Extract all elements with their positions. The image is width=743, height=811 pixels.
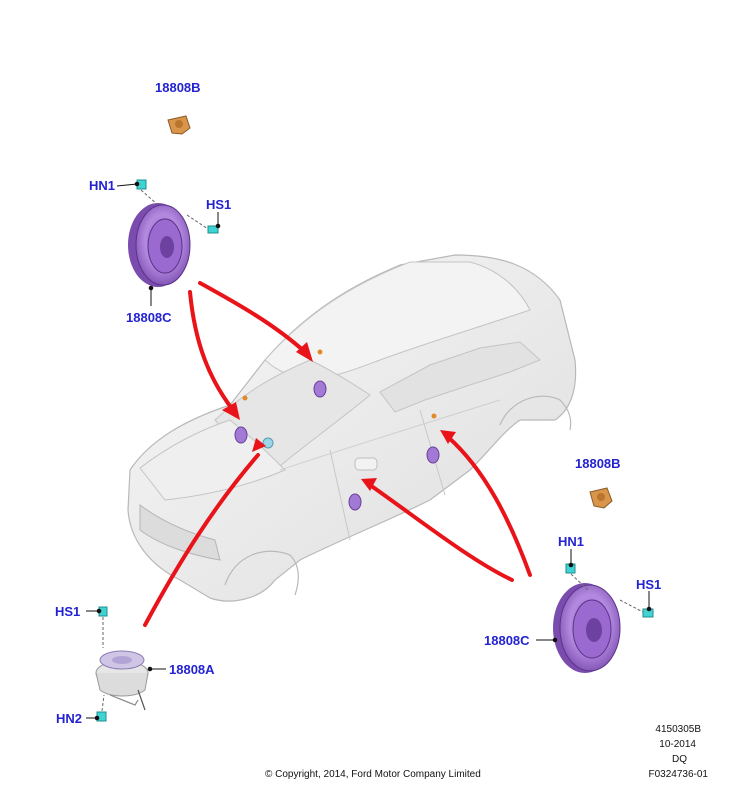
callout-18808a: 18808A	[169, 662, 215, 677]
callout-hs1-left: HS1	[206, 197, 232, 212]
center-speaker	[95, 650, 149, 711]
footer-copyright: © Copyright, 2014, Ford Motor Company Li…	[265, 769, 481, 780]
callout-18808c-left: 18808C	[126, 310, 172, 325]
arrow-right-speaker-to-front-door	[368, 483, 514, 582]
center-speaker-marker	[262, 437, 274, 449]
fastener-hs1-center	[98, 606, 108, 648]
rear-door-speaker-marker	[426, 446, 440, 464]
footer-code: 4150305B	[655, 724, 701, 735]
dash-speaker-left-marker	[234, 426, 248, 444]
footer-initials: DQ	[672, 754, 687, 765]
footer-date: 10-2014	[659, 739, 696, 750]
arrow-center-speaker-to-dash	[143, 453, 260, 627]
callout-hn2-center: HN2	[56, 711, 83, 726]
callout-hn1-right: HN1	[558, 534, 585, 549]
callout-hs1-center: HS1	[55, 604, 81, 619]
tweeter-top	[167, 115, 191, 135]
footer-figure-id: F0324736-01	[648, 769, 709, 780]
callout-18808b-top: 18808B	[155, 80, 201, 95]
arrowhead-2	[296, 342, 313, 362]
arrow-right-speaker-to-rear-door	[446, 435, 532, 577]
callout-18808c-right: 18808C	[484, 633, 530, 648]
tweeter-marker-4	[431, 413, 437, 419]
tweeter-marker-2	[317, 349, 323, 355]
door-speaker-left	[128, 203, 191, 287]
vehicle-body	[127, 254, 577, 602]
arrowhead-5	[440, 430, 456, 444]
door-speaker-right	[553, 583, 621, 673]
arrow-heads	[222, 342, 456, 491]
vehicle-speaker-markers	[234, 349, 440, 511]
dash-speaker-right-marker	[313, 380, 327, 398]
arrow-left-speaker-to-dash	[188, 290, 235, 412]
callout-hs1-right: HS1	[636, 577, 662, 592]
callout-18808b-right: 18808B	[575, 456, 621, 471]
arrow-left-speaker-to-roof	[198, 281, 307, 354]
fastener-hs1-left	[186, 214, 219, 234]
fastener-hn1-left	[136, 179, 159, 206]
leader-lines	[86, 181, 652, 721]
front-door-speaker-marker	[348, 493, 362, 511]
arrowhead-1	[222, 402, 240, 420]
callout-hn1-left: HN1	[89, 178, 116, 193]
arrowhead-4	[361, 478, 377, 491]
mirror	[354, 457, 378, 471]
tweeter-right	[589, 487, 613, 509]
tweeter-marker-1	[242, 395, 248, 401]
location-arrows	[143, 281, 532, 627]
arrowhead-3	[252, 438, 266, 452]
